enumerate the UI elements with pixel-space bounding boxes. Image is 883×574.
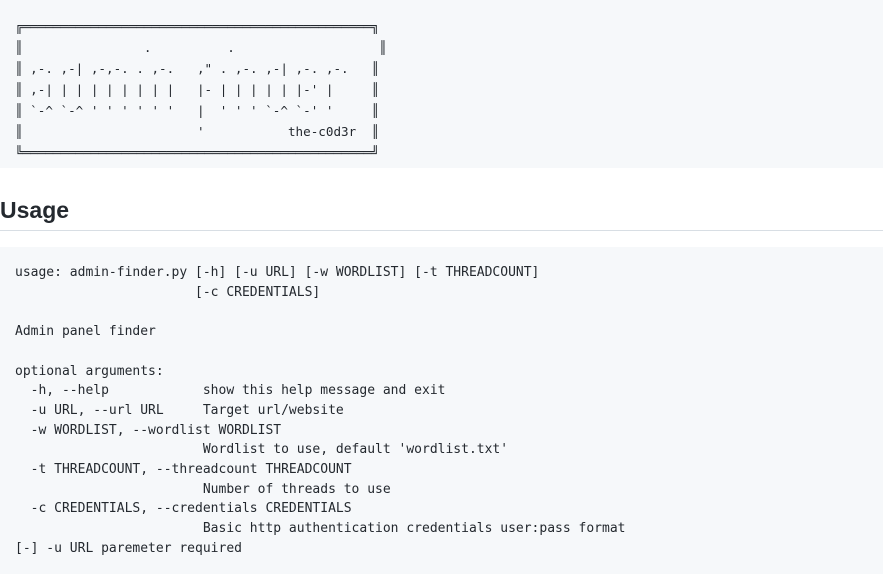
banner-code-block [0,0,883,168]
usage-code-block [0,247,883,574]
usage-heading: Usage [0,197,70,223]
ascii-banner: ╔═══════════════════════════════════════… [15,19,387,160]
usage-output: usage: admin-finder.py [-h] [-u URL] [-w… [15,265,626,556]
heading-divider [0,230,883,231]
